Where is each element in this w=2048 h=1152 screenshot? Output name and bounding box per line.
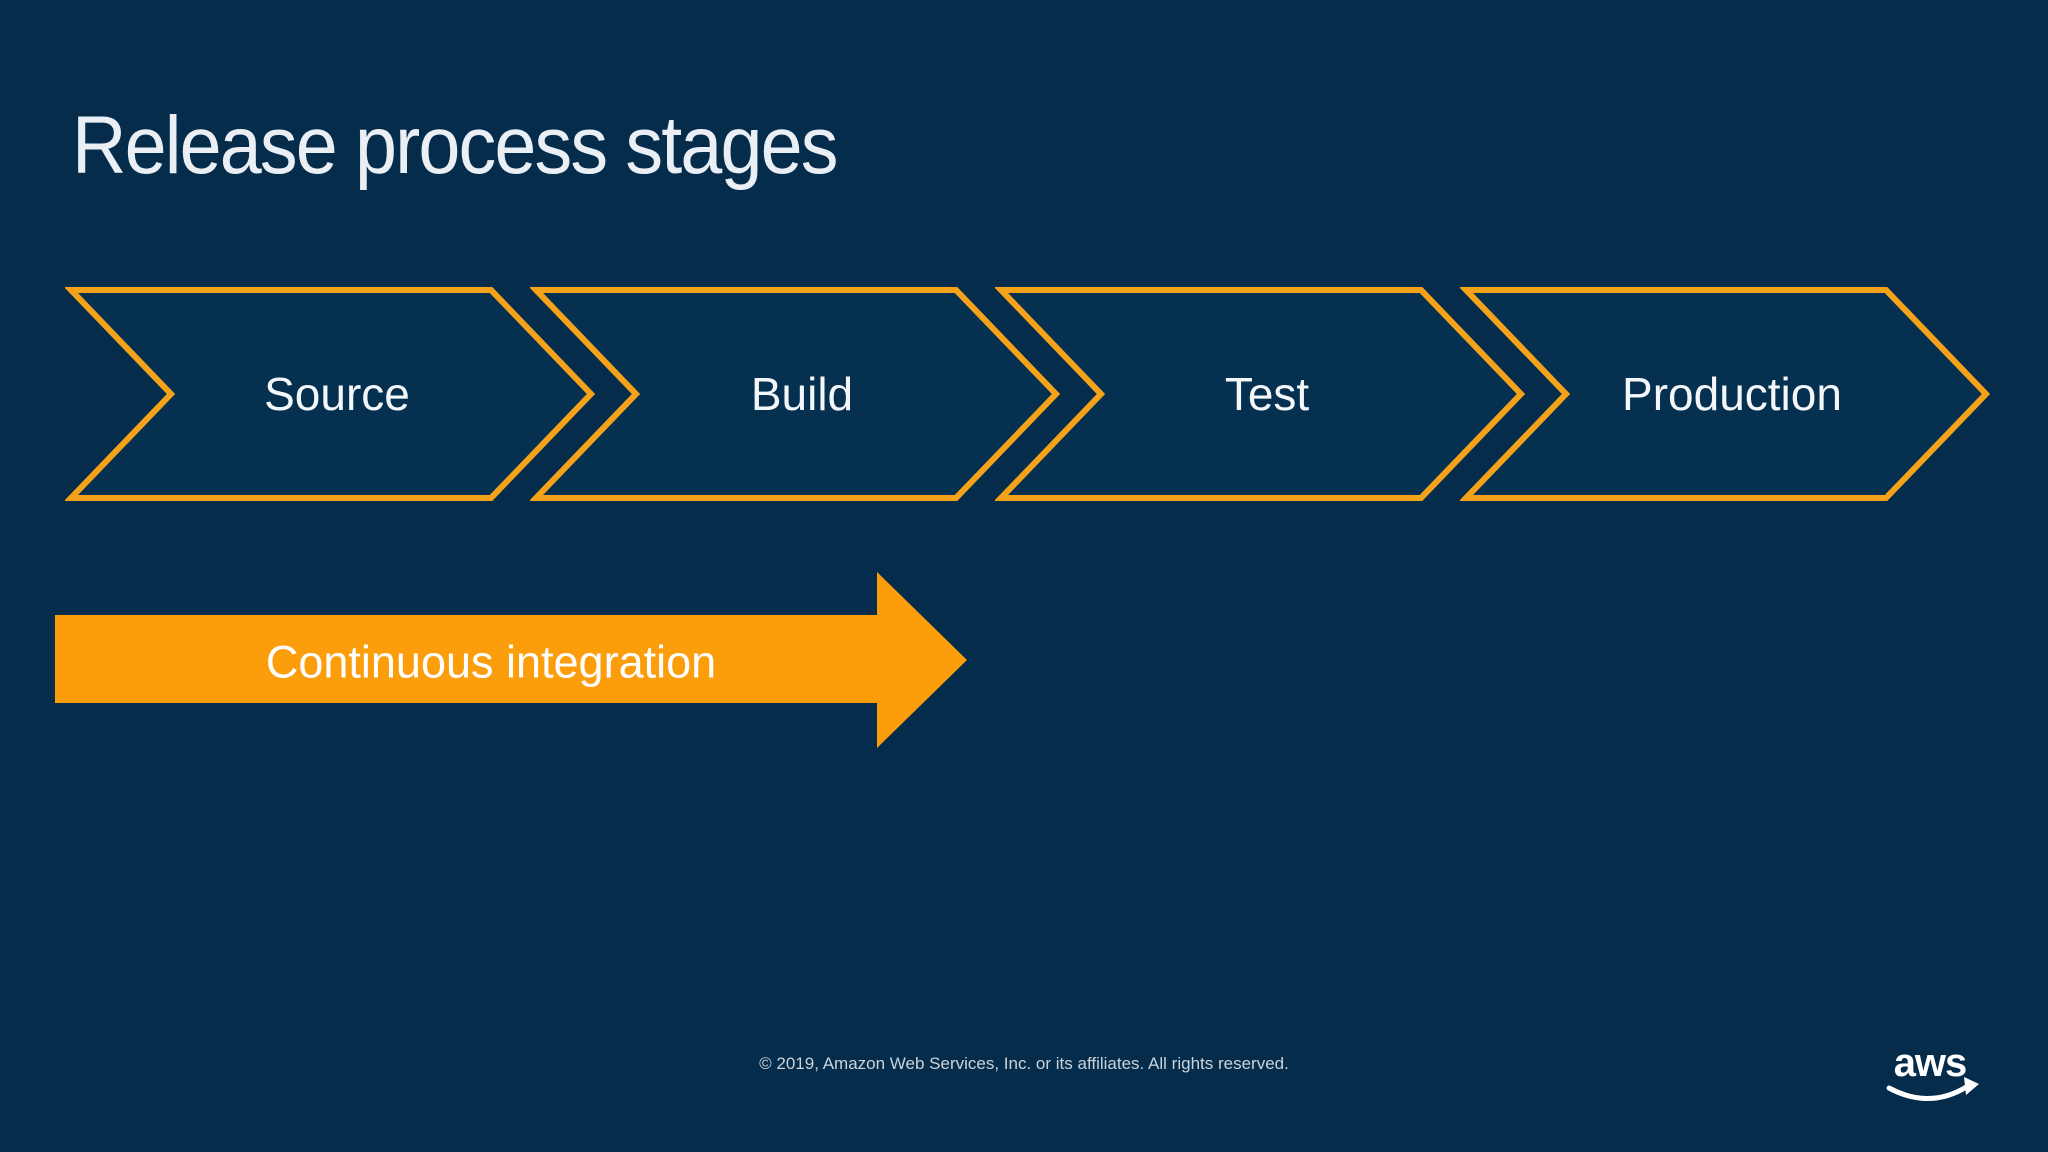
continuous-integration-arrow: Continuous integration [55,572,967,748]
page-title: Release process stages [72,99,838,191]
chevron-shape [65,287,596,501]
stage-label-production: Production [1622,368,1842,420]
chevron-shape [995,287,1526,501]
chevron-shape [530,287,1061,501]
aws-logo: aws [1886,1042,1979,1101]
stage-label-test: Test [1225,368,1310,420]
stage-chevron-production: Production [1460,287,1991,501]
copyright-footer: © 2019, Amazon Web Services, Inc. or its… [759,1054,1289,1073]
aws-smile-arrow-tip [1964,1077,1979,1095]
aws-logo-text: aws [1894,1042,1967,1085]
arrow-shape [55,572,967,748]
stage-label-source: Source [264,368,410,420]
stage-chevron-build: Build [530,287,1061,501]
chevron-shape [1460,287,1991,501]
aws-smile-icon [1886,1083,1971,1101]
continuous-integration-label: Continuous integration [266,637,716,688]
stage-chevron-source: Source [65,287,596,501]
stage-label-build: Build [751,368,853,420]
stage-chevron-test: Test [995,287,1526,501]
